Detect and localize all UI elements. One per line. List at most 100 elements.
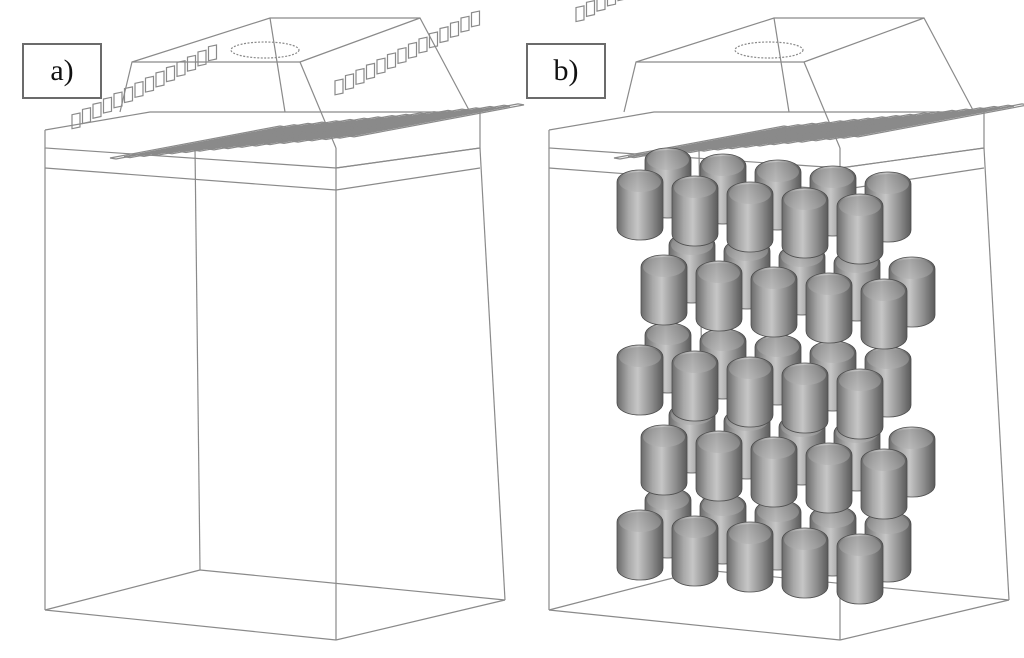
nozzle [102, 96, 113, 114]
cylinder [781, 527, 829, 599]
cylinder-cap [839, 196, 881, 216]
cylinder [640, 254, 688, 326]
cylinder-cap [647, 150, 689, 170]
nozzle [176, 59, 186, 78]
box-bottom-right [839, 599, 1010, 641]
nozzle [397, 46, 407, 65]
cylinder-cap [808, 445, 850, 465]
nozzle [470, 10, 481, 28]
nozzle [71, 112, 81, 130]
cylinder-cap [867, 174, 909, 194]
cylinder-cap [757, 337, 799, 357]
cylinder [805, 442, 853, 514]
grate-bar [837, 104, 1015, 139]
box-right-edge [983, 147, 1010, 601]
nozzle [596, 0, 606, 12]
nozzle [186, 54, 197, 72]
cylinder-cap [647, 325, 689, 345]
edge-line [335, 167, 481, 191]
nozzle [606, 0, 617, 7]
nozzle [460, 15, 470, 33]
nozzle [617, 0, 627, 2]
cylinder [671, 350, 719, 422]
nozzle [428, 31, 439, 49]
cylinder [726, 356, 774, 428]
cylinder-array [616, 147, 936, 605]
cylinder-cap [702, 156, 744, 176]
nozzle [334, 78, 344, 96]
cylinder-cap [867, 349, 909, 369]
cylinder [695, 430, 743, 502]
outlet-ellipse [230, 41, 300, 59]
nozzle [92, 101, 102, 119]
edge-line [44, 569, 201, 611]
cylinder-cap [839, 371, 881, 391]
grate-bar [851, 103, 1024, 138]
cylinder-cap [729, 524, 771, 544]
outlet-ellipse [734, 41, 804, 59]
grate-bar [347, 103, 525, 138]
nozzle [355, 67, 365, 86]
nozzle [449, 20, 460, 38]
edge-line [44, 167, 337, 191]
grate-bar [333, 104, 511, 139]
cylinder-cap [674, 353, 716, 373]
edge-line [839, 167, 985, 191]
cylinder-cap [674, 518, 716, 538]
nozzle [575, 5, 585, 23]
nozzle [585, 0, 596, 18]
cylinder [616, 169, 664, 241]
cylinder-cap [784, 365, 826, 385]
cylinder [695, 260, 743, 332]
cylinder [836, 368, 884, 440]
edge-line [773, 17, 790, 113]
nozzle [386, 52, 397, 70]
cylinder [781, 362, 829, 434]
box-back-edge [194, 147, 201, 571]
cylinder [726, 181, 774, 253]
cylinder [616, 509, 664, 581]
cylinder-cap [863, 451, 905, 471]
cylinder-cap [643, 427, 685, 447]
cylinder [836, 533, 884, 605]
nozzle [134, 80, 144, 99]
cylinder-cap [729, 184, 771, 204]
cylinder [616, 344, 664, 416]
cylinder [860, 448, 908, 520]
cylinder-cap [729, 359, 771, 379]
box-bottom-front [44, 609, 337, 641]
cylinder-cap [702, 331, 744, 351]
cylinder-cap [812, 168, 854, 188]
cylinder-cap [891, 259, 933, 279]
nozzle [165, 65, 176, 83]
nozzle [155, 70, 165, 88]
nozzle [418, 36, 428, 54]
cylinder-cap [619, 512, 661, 532]
nozzle [113, 91, 123, 109]
cylinder-cap [808, 275, 850, 295]
nozzle [376, 57, 386, 75]
cylinder-cap [698, 433, 740, 453]
hopper-outline [623, 17, 975, 113]
box-bottom-right [335, 599, 506, 641]
panel-label-a: a) [50, 54, 74, 87]
cylinder-cap [757, 162, 799, 182]
cylinder-cap [753, 439, 795, 459]
cylinder-cap [619, 347, 661, 367]
cylinder-cap [643, 257, 685, 277]
edge-line [335, 147, 481, 169]
cylinder-cap [839, 536, 881, 556]
nozzle [81, 107, 92, 125]
cylinder-cap [674, 178, 716, 198]
nozzle [144, 75, 155, 93]
panel-label-b: b) [553, 54, 579, 87]
cylinder [640, 424, 688, 496]
edge-line [803, 17, 925, 63]
cylinder [781, 187, 829, 259]
nozzle [123, 86, 134, 104]
cylinder [671, 515, 719, 587]
panel-label-b-box: b) [526, 43, 606, 99]
nozzle [344, 73, 355, 91]
nozzle [197, 49, 207, 67]
